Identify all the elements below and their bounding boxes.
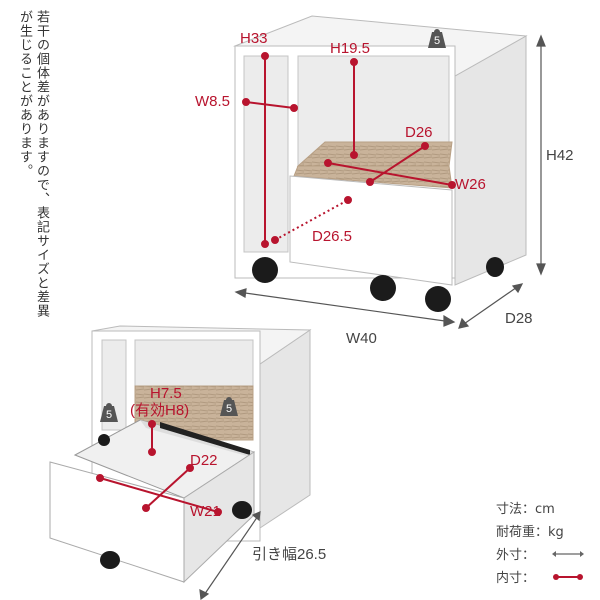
label-d26: D26 [405,124,433,141]
label-w26: W26 [455,176,486,193]
legend-unit-text: 寸法：cm [496,502,555,517]
label-w40: W40 [346,330,377,347]
label-w21: W21 [190,503,221,520]
label-h19-5: H19.5 [330,40,371,57]
size-disclaimer-note: 若干の個体差がありますので、表記サイズと差異が生じることがあります。 [17,10,49,318]
cabinet-top-view [233,15,528,312]
legend-outer-text: 外寸： [496,548,536,563]
weight-icon: 5 [426,28,448,50]
legend-load-unit: 耐荷重：kg [496,519,596,542]
label-h42: H42 [546,147,574,164]
weight-icon: 5 [98,402,120,424]
label-d22: D22 [190,452,218,469]
legend-load-unit-text: 耐荷重：kg [496,525,564,540]
pull-out-arrow [199,511,261,600]
cabinet-drawer-open-view [49,325,312,584]
label-w8-5: W8.5 [195,93,231,110]
inner-dimension-lines-top [242,52,456,248]
label-pull-width: 引き幅26.5 [252,546,327,563]
outer-dimension-arrows-top [234,34,546,329]
legend-outer: 外寸： [496,542,596,565]
label-d26-5: D26.5 [312,228,353,245]
legend-unit: 寸法：cm [496,496,596,519]
label-h7-5: H7.5 [150,385,182,402]
label-d28: D28 [505,310,533,327]
inner-dimension-lines-drawer [96,420,222,516]
legend-inner: 内寸： [496,565,596,588]
legend: 寸法：cm 耐荷重：kg 外寸： 内寸： [496,496,596,588]
legend-symbols [552,551,584,580]
weight-icon: 5 [218,396,240,418]
legend-inner-text: 内寸： [496,571,536,586]
label-effective-h8: (有効H8) [130,402,190,419]
label-h33: H33 [240,30,268,47]
